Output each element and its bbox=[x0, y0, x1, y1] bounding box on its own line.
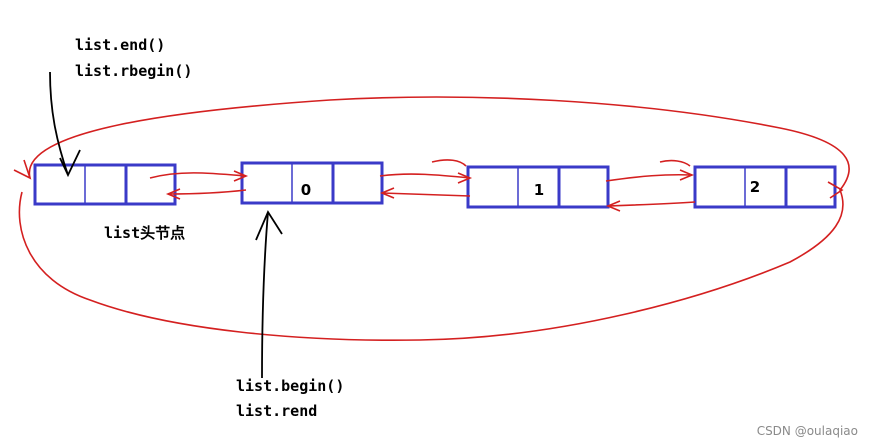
list-rend-label: list.rend bbox=[236, 402, 318, 420]
circular-link-outline bbox=[18, 96, 850, 341]
circular-arrow-tips bbox=[13, 159, 844, 199]
list-head-label: list头节点 bbox=[104, 224, 186, 242]
node-1-value: 1 bbox=[534, 181, 544, 199]
node-1: 1 bbox=[466, 165, 610, 209]
end-pointer-arrow bbox=[49, 71, 81, 178]
node-0: 0 bbox=[240, 161, 384, 205]
node-0-value: 0 bbox=[301, 181, 311, 199]
link-head-node0 bbox=[149, 170, 249, 200]
list-begin-label: list.begin() bbox=[236, 377, 345, 395]
list-rbegin-label: list.rbegin() bbox=[75, 62, 193, 80]
link-node0-node1 bbox=[379, 159, 473, 199]
watermark: CSDN @oulaqiao bbox=[756, 424, 858, 438]
node-2: 2 bbox=[693, 165, 837, 209]
head-node bbox=[33, 163, 177, 206]
link-node1-node2 bbox=[605, 159, 696, 212]
node-2-value: 2 bbox=[750, 178, 760, 196]
list-end-label: list.end() bbox=[75, 36, 166, 54]
begin-pointer-arrow bbox=[255, 210, 283, 379]
